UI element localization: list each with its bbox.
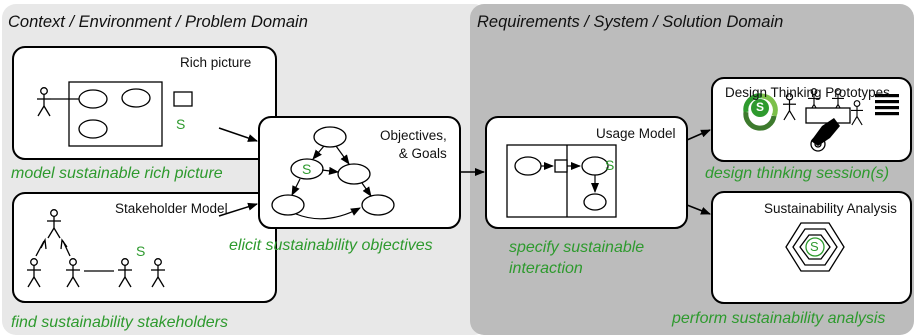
hexagon-icon bbox=[785, 222, 845, 272]
stakeholder-model-activity: find sustainability stakeholders bbox=[11, 314, 229, 331]
stakeholder-model-symbol: S bbox=[136, 243, 146, 259]
sustainability-analysis-symbol: S bbox=[810, 239, 819, 254]
goals-title: Objectives, & Goals bbox=[380, 128, 447, 162]
rich-picture-activity: model sustainable rich picture bbox=[11, 165, 223, 182]
goals-symbol: S bbox=[302, 161, 312, 177]
usage-model-symbol: S bbox=[605, 157, 615, 173]
arrow-icon bbox=[686, 204, 711, 215]
flow-arrows bbox=[218, 127, 711, 217]
right-domain-title: Requirements / System / Solution Domain bbox=[477, 13, 784, 31]
rich-picture-box bbox=[12, 46, 277, 160]
design-thinking-activity: design thinking session(s) bbox=[705, 165, 890, 182]
rich-picture-title: Rich picture bbox=[180, 55, 252, 70]
sustainability-analysis-activity: perform sustainability analysis bbox=[672, 310, 886, 327]
stakeholder-model-box bbox=[12, 192, 277, 303]
sustainability-analysis-box bbox=[711, 191, 912, 304]
arrow-icon bbox=[686, 129, 711, 141]
hand-gesture-icon bbox=[810, 118, 840, 152]
menu-lines-icon bbox=[875, 94, 899, 116]
usage-model-box bbox=[485, 116, 688, 229]
goals-box bbox=[258, 116, 461, 229]
arrow-icon bbox=[218, 202, 258, 217]
design-thinking-title: Design Thinking Prototypes bbox=[725, 85, 890, 100]
design-thinking-symbol: S bbox=[756, 100, 765, 114]
stakeholder-model-title: Stakeholder Model bbox=[115, 201, 228, 216]
rich-picture-symbol: S bbox=[176, 116, 186, 132]
sustainability-analysis-title: Sustainability Analysis bbox=[764, 201, 897, 216]
design-thinking-box bbox=[711, 77, 912, 162]
process-cycle-icon bbox=[743, 93, 778, 131]
left-domain-title: Context / Environment / Problem Domain bbox=[8, 13, 308, 31]
usage-model-activity: specify sustainable interaction bbox=[509, 239, 645, 277]
usage-model-title: Usage Model bbox=[596, 126, 676, 141]
arrow-icon bbox=[218, 127, 258, 142]
goals-activity: elicit sustainability objectives bbox=[229, 237, 433, 254]
